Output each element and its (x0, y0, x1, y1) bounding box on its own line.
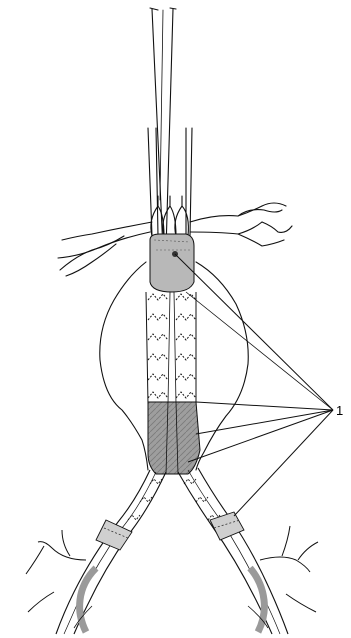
distal-seal-zones (96, 512, 244, 550)
proximal-seal-zone (150, 234, 194, 292)
iliac-limbs (56, 468, 288, 634)
left-renal-artery (58, 222, 152, 276)
internal-iliac-branches (26, 526, 318, 632)
callout-label: 1 (336, 404, 343, 417)
right-renal-artery (190, 203, 292, 246)
callout-lines (175, 254, 333, 516)
upper-aorta (148, 128, 192, 236)
stent-graft-body (146, 292, 196, 404)
docking-overlap-zone (148, 402, 200, 474)
suprarenal-stent (151, 196, 189, 236)
